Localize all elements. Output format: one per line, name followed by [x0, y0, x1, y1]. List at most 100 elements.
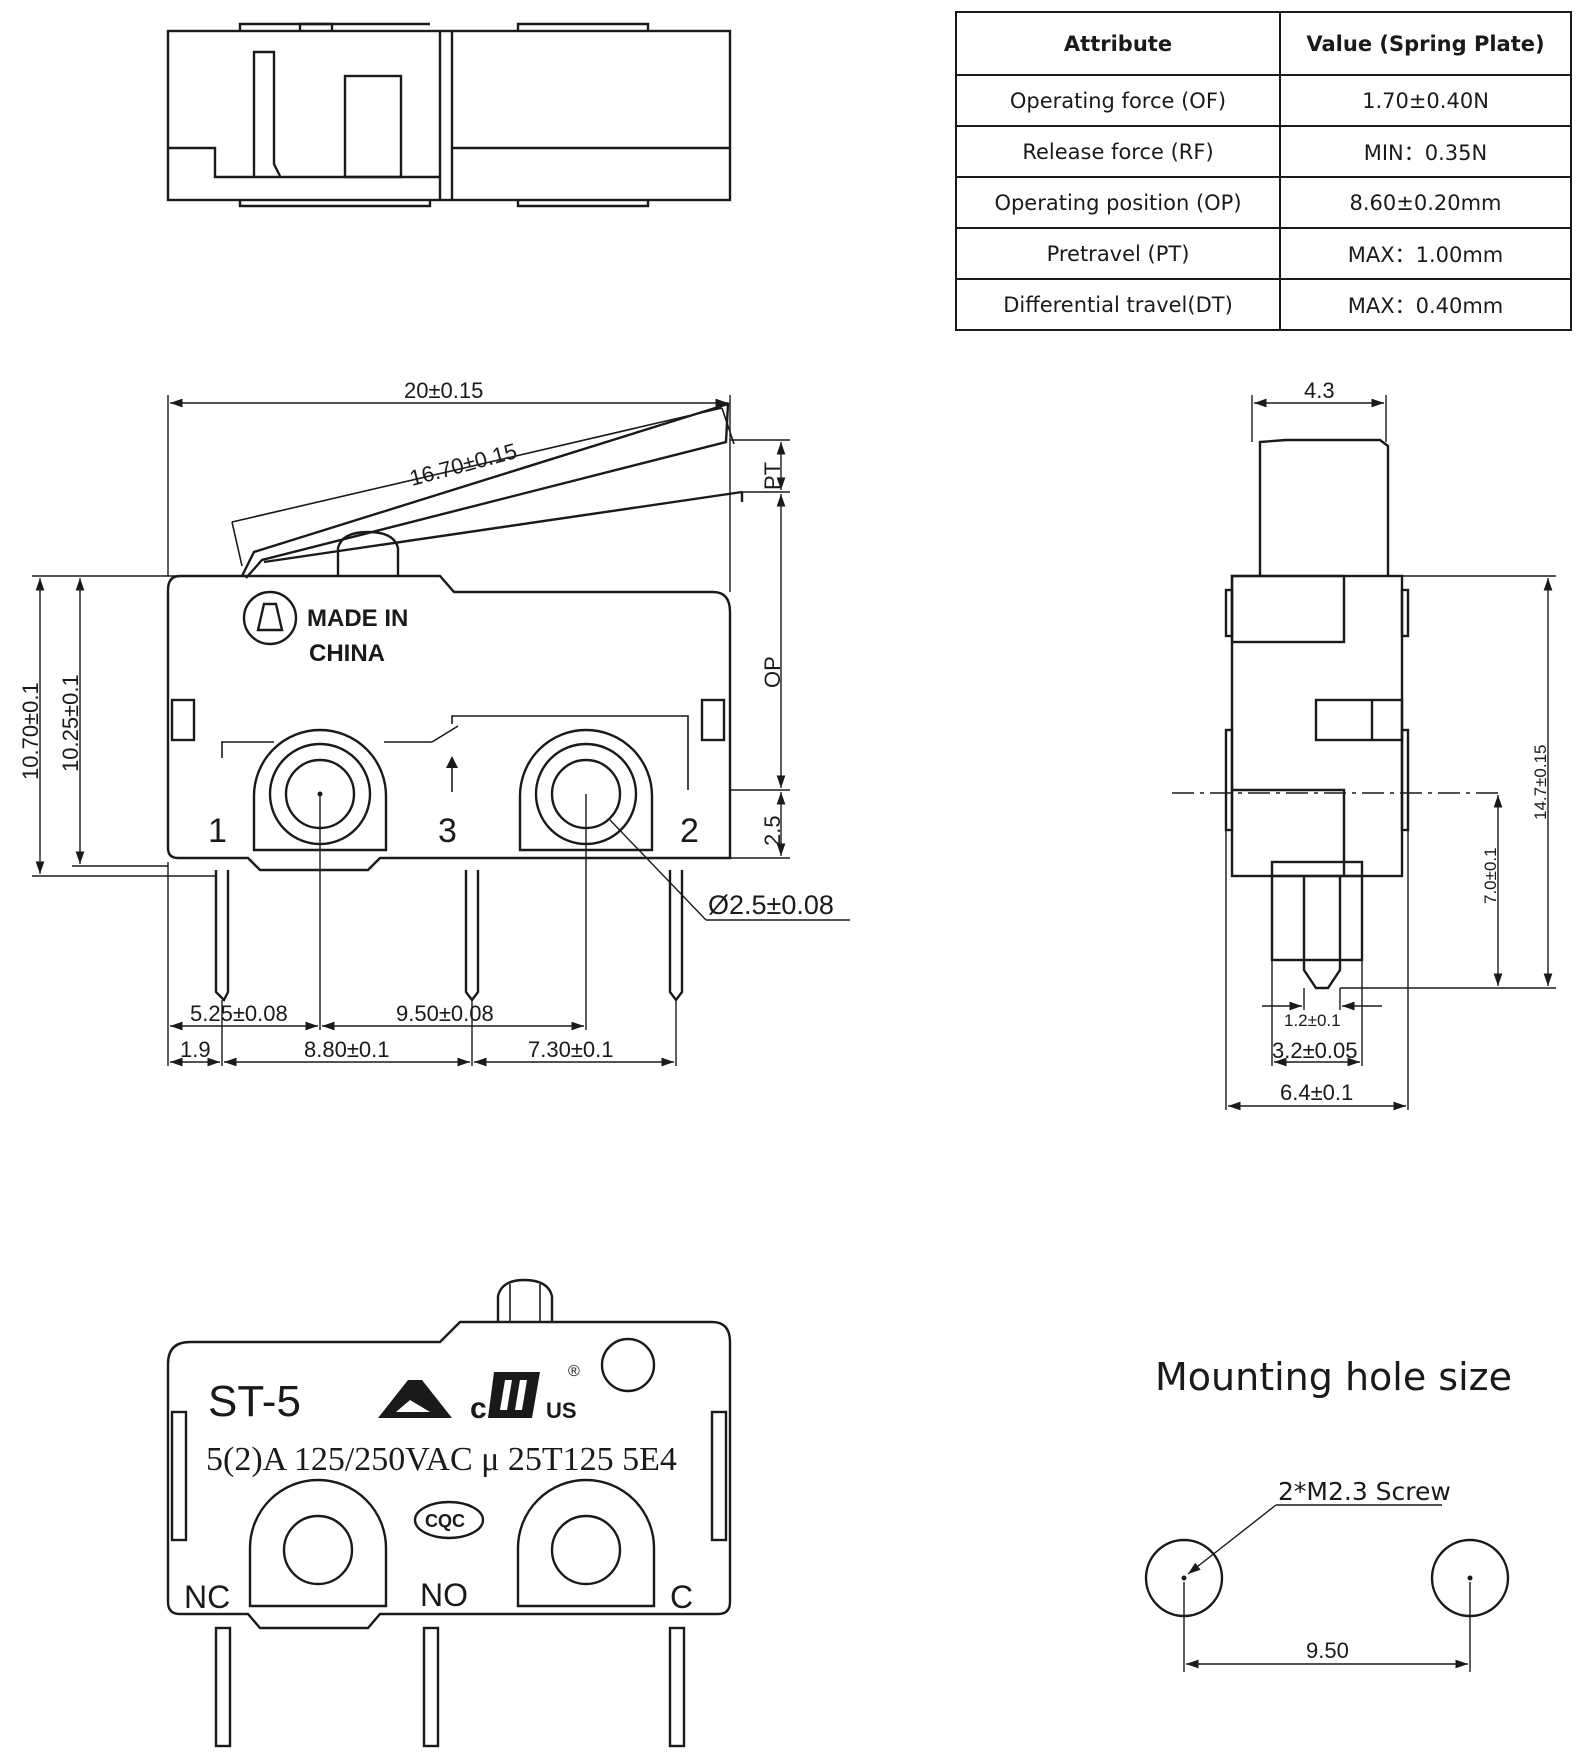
spec-header-value: Value (Spring Plate) [1279, 11, 1572, 76]
back-mounting-hole [282, 1514, 354, 1586]
spec-attribute: Release force (RF) [955, 125, 1281, 178]
hole-boss [518, 728, 654, 852]
dim-lever-length: 16.70±0.15 [407, 438, 520, 491]
top-view-step [168, 146, 440, 179]
ul-logo-icon [488, 1372, 540, 1418]
side-view-ledge [1230, 574, 1346, 644]
pin [464, 870, 480, 1002]
leader-line [1187, 1504, 1277, 1575]
cqc-logo-icon [413, 1500, 485, 1540]
ul-registered-mark: ® [568, 1363, 580, 1380]
hole-boss [252, 728, 388, 852]
back-hole-boss [248, 1478, 388, 1608]
dim-plunger-width: 4.3 [1304, 378, 1335, 403]
top-view-tab [238, 200, 432, 208]
dim-pin-pitch-a: 8.80±0.1 [304, 1037, 389, 1062]
spec-table-header-row: Attribute Value (Spring Plate) [955, 11, 1572, 76]
spec-row: Operating position (OP) 8.60±0.20mm [955, 176, 1572, 229]
side-view-notch [1314, 698, 1404, 742]
front-view-body [166, 574, 732, 872]
body-notch [170, 698, 196, 742]
back-pin [668, 1626, 686, 1748]
cqc-mark: CQC [425, 1511, 465, 1531]
top-view-body [166, 29, 732, 202]
mounting-title: Mounting hole size [1155, 1355, 1512, 1399]
back-mounting-hole [550, 1514, 622, 1586]
lever-edge [231, 407, 723, 523]
back-view-notch [710, 1410, 728, 1542]
spec-attribute: Operating position (OP) [955, 176, 1281, 229]
side-view-pin [1302, 876, 1342, 990]
leader-line [609, 819, 707, 921]
dim-pin-span: 3.2±0.05 [1272, 1038, 1357, 1063]
dim-total-height: 14.7±0.15 [1531, 744, 1550, 820]
up-arrow-icon [446, 756, 458, 768]
side-view-tab [1224, 728, 1234, 832]
pin [214, 870, 230, 1003]
marking-made-in: MADE IN [307, 605, 408, 632]
ul-c-mark: c [470, 1392, 487, 1425]
screw-label: 2*M2.3 Screw [1278, 1477, 1451, 1506]
back-pin [422, 1626, 440, 1748]
terminal-label-c: C [670, 1579, 693, 1615]
side-view-plunger [1258, 438, 1390, 576]
spec-row: Pretravel (PT) MAX：1.00mm [955, 227, 1572, 280]
lever-actuated [263, 490, 743, 564]
side-view-base [1270, 860, 1364, 878]
side-view: 4.3 14.7±0.15 7.0±0.1 1.2±0.1 3.2±0.05 6… [1172, 378, 1556, 1111]
back-view-body [166, 1320, 732, 1630]
spec-attribute: Differential travel(DT) [955, 278, 1281, 331]
spec-header-attribute: Attribute [955, 11, 1281, 76]
top-view-tab [298, 22, 430, 31]
schematic-line [221, 741, 274, 758]
side-view-tab [1400, 588, 1410, 638]
round-mark-icon [600, 1337, 656, 1393]
spec-row: Release force (RF) MIN：0.35N [955, 125, 1572, 178]
dim-hole-to-pin: 7.0±0.1 [1481, 847, 1500, 904]
terminal-label-no: NO [420, 1577, 468, 1613]
dim-pin-width: 1.2±0.1 [1284, 1011, 1341, 1030]
dim-pin-pitch-b: 7.30±0.1 [528, 1037, 613, 1062]
mounting-spacing: 9.50 [1306, 1638, 1349, 1663]
ul-us-mark: US [546, 1398, 577, 1423]
dim-body-height-inner: 10.25±0.1 [58, 674, 83, 772]
model-label: ST-5 [208, 1377, 301, 1426]
top-view-tab [516, 200, 650, 208]
front-view: MADE IN CHINA 1 3 2 20±0.15 16.70±0.15 P… [18, 378, 850, 1067]
body-notch [700, 698, 726, 742]
schematic-line [451, 715, 689, 790]
dim-overall-width: 20±0.15 [404, 378, 483, 403]
certification-triangle-icon [396, 1400, 430, 1412]
dim-hole-diameter: Ø2.5±0.08 [708, 890, 834, 920]
back-view: ST-5 c US ® 5(2)A 125/250VAC μ 25T125 5E… [166, 1278, 732, 1748]
top-view [166, 22, 732, 208]
spec-row: Differential travel(DT) MAX：0.40mm [955, 278, 1572, 331]
dim-hole-offset: 5.25±0.08 [190, 1001, 288, 1026]
lever-edge [721, 407, 735, 445]
mounting-hole-view: Mounting hole size 2*M2.3 Screw 9.50 [1144, 1355, 1512, 1672]
manufacturer-logo-mark [256, 602, 284, 632]
lever [240, 402, 730, 579]
top-view-pin [252, 50, 282, 177]
ul-logo-icon [500, 1380, 527, 1410]
rating-label: 5(2)A 125/250VAC μ 25T125 5E4 [206, 1441, 677, 1478]
spec-value: MAX：1.00mm [1279, 227, 1572, 280]
spec-attribute: Pretravel (PT) [955, 227, 1281, 280]
spec-row: Operating force (OF) 1.70±0.40N [955, 74, 1572, 127]
terminal-label-nc: NC [184, 1579, 230, 1615]
dim-body-width: 6.4±0.1 [1280, 1080, 1353, 1105]
dim-pin-edge: 1.9 [180, 1037, 211, 1062]
spec-attribute: Operating force (OF) [955, 74, 1281, 127]
spec-value: 1.70±0.40N [1279, 74, 1572, 127]
dim-terminal-offset: 2.5 [760, 815, 785, 846]
hole-center [1467, 1575, 1473, 1581]
manufacturer-logo-icon [242, 590, 298, 646]
spec-value: MIN：0.35N [1279, 125, 1572, 178]
dim-hole-pitch: 9.50±0.08 [396, 1001, 494, 1026]
side-view-step [1232, 788, 1346, 876]
back-pin [214, 1626, 232, 1748]
side-view-tab [1400, 728, 1410, 832]
dim-pt: PT [760, 462, 785, 490]
side-view-tab [1224, 588, 1234, 638]
